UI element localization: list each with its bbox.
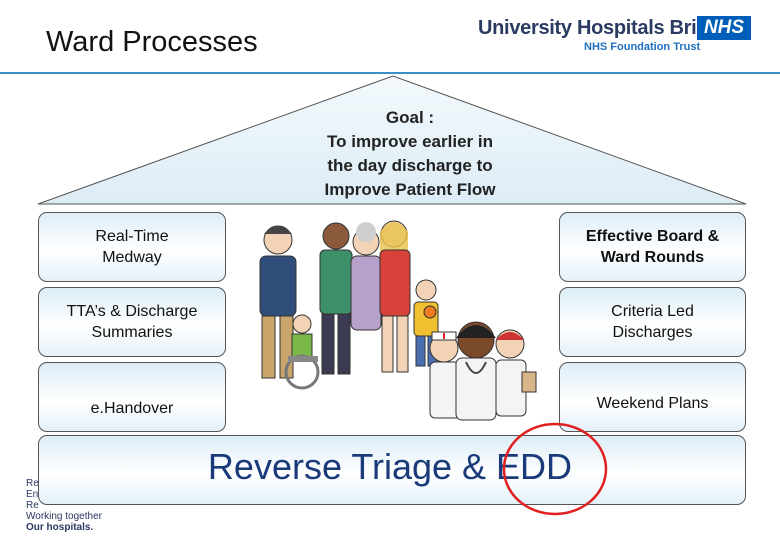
pillar-label: Summaries xyxy=(91,324,173,341)
header-divider xyxy=(0,72,780,74)
footer-slogan: Re En Re Working together Our hospitals. xyxy=(26,478,102,533)
footer-line: Re xyxy=(26,500,39,511)
footer-line: En xyxy=(26,489,39,500)
pillar-label: Real-Time xyxy=(95,228,169,245)
pillar-criteria-led-discharges: Criteria Led Discharges xyxy=(559,287,746,357)
goal-text: Goal : To improve earlier in the day dis… xyxy=(300,106,520,202)
pillar-label: Effective Board & xyxy=(585,228,720,245)
trust-logo: University Hospitals Bristol NHS NHS Fou… xyxy=(478,14,768,58)
goal-line: Improve Patient Flow xyxy=(324,180,496,199)
footer-line: Re xyxy=(26,478,39,489)
pillar-label: Medway xyxy=(102,249,162,266)
footer-line-bold: Our hospitals. xyxy=(26,522,94,533)
elderly-man-figure xyxy=(319,222,353,375)
pillar-label: Discharges xyxy=(612,324,693,341)
pillar-real-time-medway: Real-Time Medway xyxy=(38,212,226,282)
foundation-label: Reverse Triage & EDD xyxy=(207,446,573,487)
people-illustration xyxy=(259,220,537,421)
pillar-tta-discharge-summaries: TTA’s & Discharge Summaries xyxy=(38,287,226,357)
logo-subtitle: NHS Foundation Trust xyxy=(584,41,701,53)
pillar-label: Ward Rounds xyxy=(600,249,705,266)
pillar-ehandover: e.Handover xyxy=(38,362,226,432)
goal-line: Goal : xyxy=(385,108,435,127)
pillar-label: e.Handover xyxy=(90,400,174,417)
roof-triangle xyxy=(37,75,747,205)
surgeon-figure xyxy=(495,329,537,417)
wheelchair-figure xyxy=(284,314,320,390)
goal-line: the day discharge to xyxy=(327,156,493,175)
foundation-bar xyxy=(38,435,746,505)
grandmother-figure xyxy=(350,222,382,331)
pillar-board-ward-rounds: Effective Board & Ward Rounds xyxy=(559,212,746,282)
logo-org-name: University Hospitals Bristol xyxy=(478,17,731,39)
nhs-badge: NHS xyxy=(697,16,751,40)
pillar-label: Weekend Plans xyxy=(596,395,709,412)
goal-line: To improve earlier in xyxy=(327,132,493,151)
pillar-label: TTA’s & Discharge xyxy=(66,303,198,320)
page-title: Ward Processes xyxy=(46,26,258,58)
footer-line: Working together xyxy=(26,511,102,522)
pillar-weekend-plans: Weekend Plans xyxy=(559,362,746,432)
pillar-label: Criteria Led xyxy=(611,303,694,320)
nurse-figure xyxy=(429,331,461,419)
man-figure xyxy=(259,225,297,379)
doctor-figure xyxy=(455,321,497,421)
woman-figure xyxy=(379,220,411,373)
roof-shape xyxy=(37,75,747,205)
